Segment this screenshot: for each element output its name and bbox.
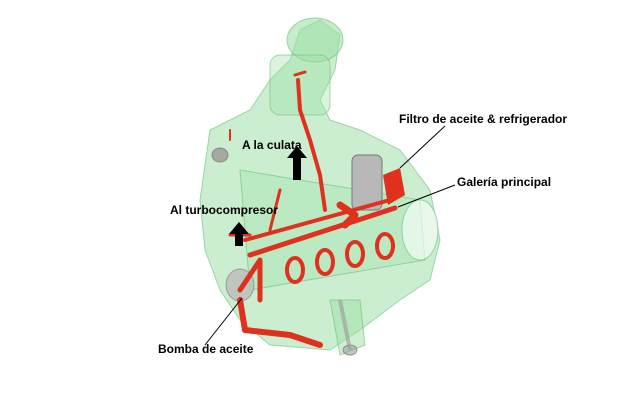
- oil-circuit: [228, 70, 398, 348]
- arrow-up-cylinder-head-icon: [287, 146, 307, 180]
- leader-lines: [204, 125, 456, 346]
- label-main-gallery: Galería principal: [457, 175, 552, 189]
- label-to-turbocharger: Al turbocompresor: [170, 203, 279, 217]
- arrow-up-turbocharger-icon: [229, 222, 249, 246]
- oil-filter-cooler: [351, 154, 405, 211]
- label-oil-pump: Bomba de aceite: [158, 342, 254, 356]
- label-to-cylinder-head: A la culata: [242, 138, 302, 152]
- label-oil-filter-cooler: Filtro de aceite & refrigerador: [399, 112, 568, 126]
- flow-arrows: [229, 146, 307, 246]
